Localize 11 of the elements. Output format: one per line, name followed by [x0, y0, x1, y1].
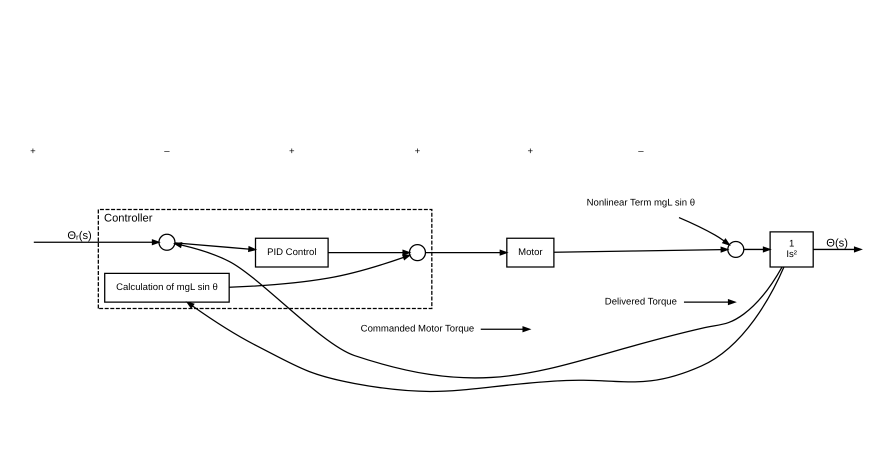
edge-label: Θ(s): [826, 236, 848, 249]
label: +: [414, 145, 420, 156]
label: +: [30, 145, 36, 156]
node-text: Commanded Motor Torque: [360, 323, 474, 334]
label: +: [289, 145, 295, 156]
node-text: Nonlinear Term mgL sin θ: [586, 197, 696, 208]
label: –: [164, 145, 170, 156]
node-text: Delivered Torque: [604, 296, 677, 308]
label: +: [528, 145, 534, 156]
label: –: [638, 145, 644, 156]
edge-label: Θᵣ(s): [67, 230, 92, 242]
